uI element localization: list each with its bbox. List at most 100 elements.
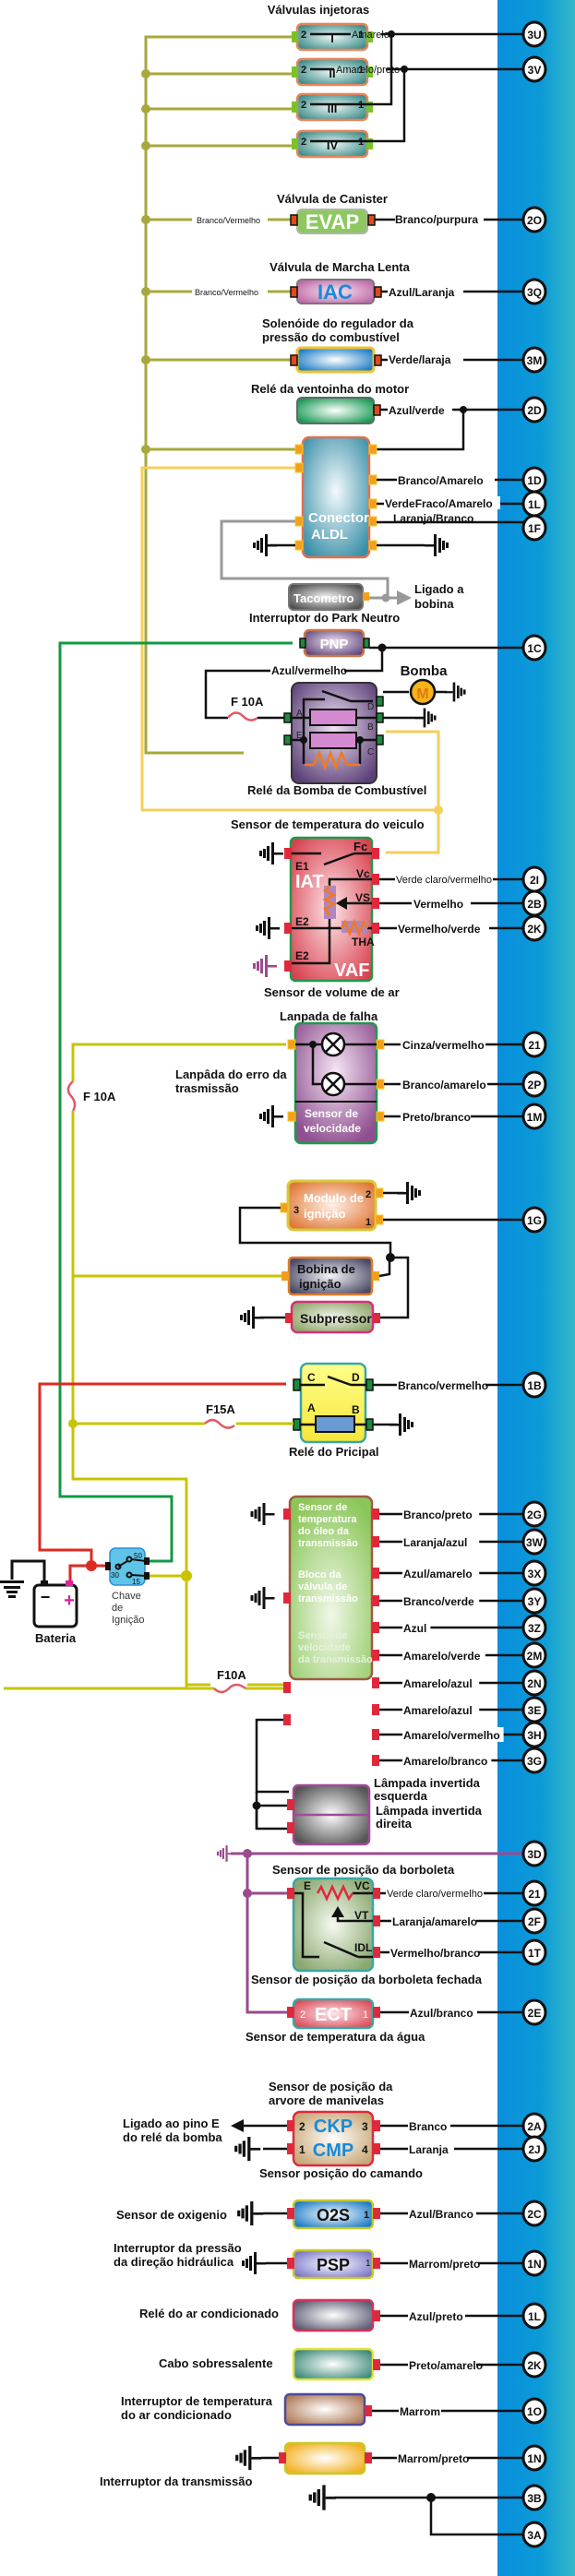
- pin-3E[interactable]: 3E: [521, 1696, 547, 1723]
- term-e2: E2: [295, 949, 309, 962]
- pin-21[interactable]: 21: [521, 1031, 547, 1058]
- ground-icon: [235, 2446, 262, 2470]
- pin-1N-trans[interactable]: 1N: [521, 2444, 547, 2472]
- fan-relay[interactable]: [296, 397, 375, 424]
- pin-3H[interactable]: 3H: [521, 1721, 547, 1748]
- pin-3Z[interactable]: 3Z: [521, 1614, 547, 1641]
- wire-label: Preto/amarelo: [409, 2359, 483, 2372]
- pin-2C[interactable]: 2C: [521, 2200, 547, 2227]
- pin-3A[interactable]: 3A: [521, 2521, 547, 2548]
- fuse-label: F10A: [217, 1668, 246, 1682]
- ground-icon: [397, 1182, 421, 1204]
- pin-1M[interactable]: 1M: [521, 1103, 547, 1130]
- pin-2P[interactable]: 2P: [521, 1070, 547, 1098]
- label-bg: [412, 896, 471, 911]
- connector: [287, 2007, 294, 2018]
- pin-3X[interactable]: 3X: [521, 1559, 547, 1587]
- wire-label: Branco/preto: [403, 1509, 473, 1521]
- injector-pin-right: 1: [358, 65, 364, 76]
- battery-pos-terminal: [66, 1580, 73, 1586]
- pin-1D[interactable]: 1D: [521, 466, 547, 494]
- pin-3Y[interactable]: 3Y: [521, 1587, 547, 1615]
- connector: [366, 138, 373, 149]
- crank-cam-sensor[interactable]: [292, 2110, 375, 2167]
- wire-label: Amarelo: [352, 30, 389, 41]
- olive-bus-junctions: [141, 69, 150, 454]
- pin-2B[interactable]: 2B: [521, 889, 547, 917]
- connector: [292, 66, 298, 78]
- pin-2D[interactable]: 2D: [521, 396, 547, 423]
- connector: [363, 592, 369, 601]
- pin-1B[interactable]: 1B: [521, 1371, 547, 1399]
- transmission-control-block[interactable]: [288, 1495, 374, 1681]
- pin-2E[interactable]: 2E: [521, 1998, 547, 2026]
- pin-21-tps[interactable]: 21: [521, 1879, 547, 1907]
- pin-bubble: [521, 1103, 547, 1130]
- terminal-c: C: [367, 747, 374, 757]
- pin-3G[interactable]: 3G: [521, 1747, 547, 1774]
- connector: [366, 101, 373, 113]
- pin-3B[interactable]: 3B: [521, 2484, 547, 2511]
- tach-wire: [220, 519, 389, 598]
- ac-relay[interactable]: [292, 2298, 375, 2332]
- pin-1N[interactable]: 1N: [521, 2249, 547, 2277]
- pin-3D[interactable]: 3D: [521, 1840, 547, 1867]
- pin-1F[interactable]: 1F: [521, 514, 547, 542]
- pin-2M[interactable]: 2M: [521, 1641, 547, 1669]
- wire-label: Azul/Laranja: [389, 286, 455, 299]
- wire-label: Vermelho: [413, 898, 463, 911]
- label-bg: [402, 1534, 480, 1549]
- battery-icon[interactable]: [32, 1583, 78, 1628]
- pin-2N[interactable]: 2N: [521, 1669, 547, 1697]
- pin-3U[interactable]: 3U: [521, 20, 547, 48]
- tps-title-bottom: Sensor de posição da borboleta fechada: [251, 1973, 483, 1986]
- pin-2K-spare[interactable]: 2K: [521, 2351, 547, 2379]
- pin-1L-ac[interactable]: 1L: [521, 2302, 547, 2330]
- pin-1L[interactable]: 1L: [521, 490, 547, 518]
- transmission-block-label: do óleo da: [298, 1526, 350, 1537]
- pin-2F[interactable]: 2F: [521, 1907, 547, 1935]
- pin-label: 3A: [527, 2529, 542, 2542]
- aldl-connector[interactable]: [301, 435, 371, 559]
- pin-bubble: [521, 1528, 547, 1556]
- wire-label: Branco/verde: [403, 1595, 474, 1608]
- pin-2G[interactable]: 2G: [521, 1500, 547, 1528]
- pin-bubble: [521, 1070, 547, 1098]
- spare-cable[interactable]: [292, 2347, 375, 2381]
- pin-label: 3B: [527, 2492, 542, 2505]
- pin-3Q[interactable]: 3Q: [521, 278, 547, 305]
- transmission-switch[interactable]: [283, 2441, 366, 2475]
- trans-switch-label: Interruptor da transmissão: [100, 2475, 252, 2488]
- pin-2J[interactable]: 2J: [521, 2135, 547, 2163]
- ignition-module[interactable]: [286, 1179, 377, 1232]
- pin-3M[interactable]: 3M: [521, 346, 547, 374]
- pin-2A[interactable]: 2A: [521, 2112, 547, 2140]
- pin-label: 1N: [527, 2258, 541, 2271]
- pin-label: 2I: [530, 874, 539, 887]
- pin-2K[interactable]: 2K: [521, 914, 547, 942]
- fuel-pressure-solenoid[interactable]: [295, 346, 376, 374]
- pin-bubble: [521, 2302, 547, 2330]
- ground-icon: [240, 1306, 264, 1329]
- connector: [366, 31, 373, 42]
- pin-2O[interactable]: 2O: [521, 206, 547, 233]
- pin-1C[interactable]: 1C: [521, 634, 547, 662]
- pin-3W[interactable]: 3W: [521, 1528, 547, 1556]
- ac-temp-switch[interactable]: [283, 2392, 366, 2427]
- transmission-block-label: Sensor de: [298, 1630, 347, 1641]
- pin-2I[interactable]: 2I: [521, 865, 547, 893]
- transmission-error-lamp-icon: [320, 1071, 346, 1097]
- pin-1G[interactable]: 1G: [521, 1206, 547, 1234]
- pin-label: 2O: [527, 214, 542, 227]
- pin-3V[interactable]: 3V: [521, 55, 547, 83]
- pin-1O[interactable]: 1O: [521, 2397, 547, 2425]
- ign-module-label-2: ignição: [304, 1207, 346, 1221]
- pin-bubble: [521, 1879, 547, 1907]
- pin-1T[interactable]: 1T: [521, 1938, 547, 1966]
